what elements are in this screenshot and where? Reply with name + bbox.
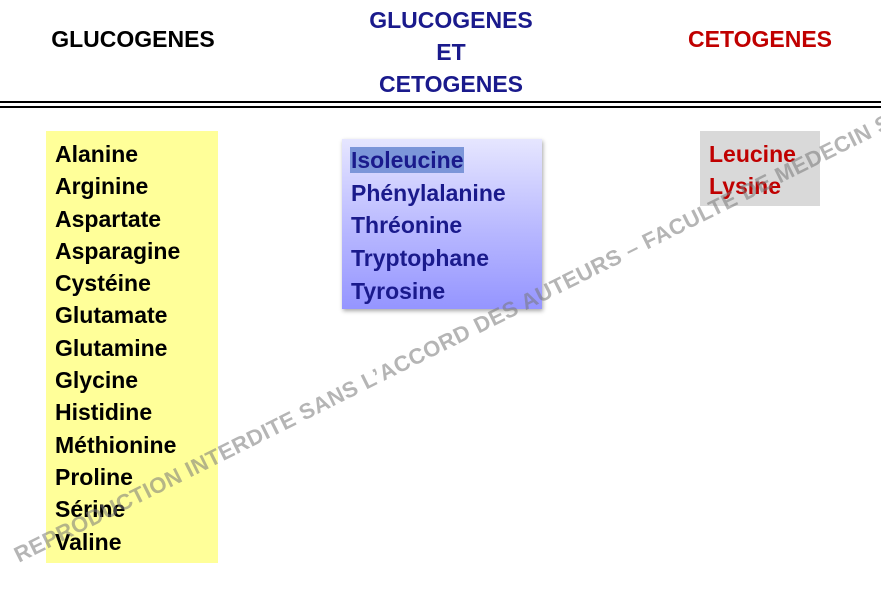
list-item[interactable]: Glutamate	[55, 302, 168, 329]
header-glucogenes-et-cetogenes: GLUCOGENES ET CETOGENES	[340, 4, 562, 100]
glucogenes-list: Alanine Arginine Aspartate Asparagine Cy…	[55, 138, 180, 558]
list-item[interactable]: Leucine	[709, 141, 796, 167]
list-item[interactable]: Lysine	[709, 173, 782, 199]
header-glucogenes: GLUCOGENES	[51, 26, 215, 52]
list-item[interactable]: Arginine	[55, 173, 149, 200]
divider-line-top	[0, 101, 881, 103]
cetogenes-list-box: Leucine Lysine	[700, 131, 820, 206]
list-item[interactable]: Méthionine	[55, 431, 177, 458]
glucogenes-et-cetogenes-list-box: Isoleucine Phénylalanine Thréonine Trypt…	[342, 139, 542, 309]
list-item[interactable]: Alanine	[55, 141, 139, 167]
list-item[interactable]: Thréonine	[351, 212, 463, 239]
list-item[interactable]: Proline	[55, 463, 133, 490]
header-mid-line-2: ET	[436, 39, 466, 65]
selected-text-highlight[interactable]: Isoleucine	[350, 147, 465, 173]
list-item[interactable]: Histidine	[55, 399, 153, 426]
glucogenes-et-cetogenes-list: Isoleucine Phénylalanine Thréonine Trypt…	[350, 144, 506, 308]
list-item[interactable]: Sérine	[55, 496, 126, 523]
list-item[interactable]: Tyrosine	[351, 277, 446, 304]
list-item[interactable]: Glutamine	[55, 334, 168, 361]
list-item[interactable]: Aspartate	[55, 205, 162, 232]
list-item[interactable]: Cystéine	[55, 270, 151, 297]
header-mid-line-3: CETOGENES	[379, 71, 523, 97]
list-item-selected[interactable]: Isoleucine	[350, 144, 506, 177]
list-item[interactable]: Asparagine	[55, 237, 181, 264]
list-item[interactable]: Valine	[55, 528, 122, 555]
glucogenes-list-box: Alanine Arginine Aspartate Asparagine Cy…	[46, 131, 218, 563]
divider-line-bottom	[0, 106, 881, 108]
cetogenes-list: Leucine Lysine	[709, 138, 796, 202]
header-mid-line-1: GLUCOGENES	[369, 7, 533, 33]
list-item[interactable]: Phénylalanine	[351, 179, 506, 206]
list-item[interactable]: Glycine	[55, 367, 139, 394]
list-item[interactable]: Tryptophane	[351, 245, 490, 272]
header-cetogenes: CETOGENES	[688, 26, 832, 52]
